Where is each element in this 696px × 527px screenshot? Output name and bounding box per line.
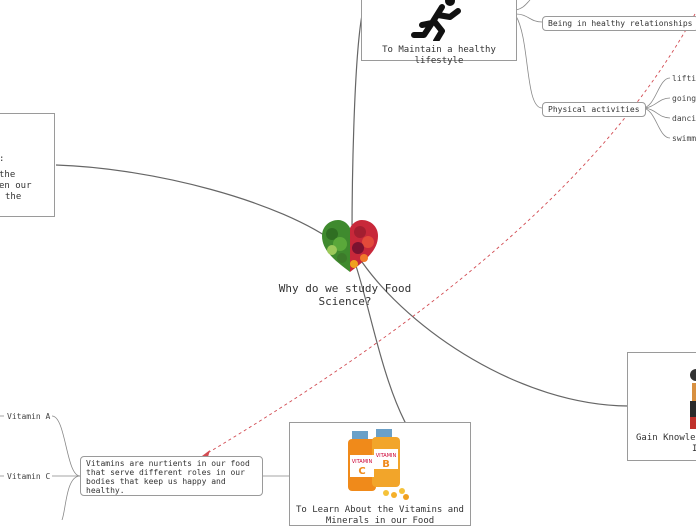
connector-physical	[515, 15, 543, 109]
connector-relationships-2	[515, 0, 531, 11]
subtopic-healthy-relationships[interactable]: Being in healthy relationships	[542, 16, 696, 31]
leaf-vitamin-a[interactable]: Vitamin A	[7, 412, 51, 421]
bottle-label-b: B	[382, 459, 390, 470]
leaf-physical-1[interactable]: lifti	[672, 74, 696, 83]
connector-relationships	[515, 13, 543, 23]
connector-left-topic	[55, 164, 341, 247]
topic-vitamins-title: To Learn About the Vitamins and Minerals…	[296, 505, 464, 526]
connector-lifestyle	[351, 14, 363, 237]
relationship-dashed-line	[205, 13, 696, 455]
left-topic-line-2: en our	[0, 181, 32, 191]
leaf-physical-4[interactable]: swimm	[672, 134, 696, 143]
topic-healthy-lifestyle[interactable]: To Maintain a healthy lifestyle	[361, 0, 517, 66]
left-topic-line-3: the	[5, 192, 22, 202]
connector-knowledge	[361, 261, 629, 407]
leaf-vitamin-c[interactable]: Vitamin C	[7, 472, 51, 481]
topic-knowledge-title-2: I	[692, 444, 696, 454]
person-icon	[690, 369, 696, 429]
left-topic-line-1: the	[0, 170, 16, 180]
central-topic-title: Why do we study Food Science?	[278, 282, 412, 308]
bottle-label-b-heading: VITAMIN	[376, 453, 397, 459]
vitamin-bottles-icon: VITAMIN B VITAMIN C	[348, 429, 409, 500]
bottle-label-c: C	[358, 466, 365, 477]
vegetable-heart-icon	[322, 220, 378, 272]
subtopic-physical-activities[interactable]: Physical activities	[542, 102, 646, 117]
leaf-physical-3[interactable]: danci	[672, 114, 696, 123]
bottle-label-c-heading: VITAMIN	[352, 459, 373, 465]
topic-knowledge-title: Gain Knowle	[636, 433, 696, 443]
topic-healthy-lifestyle-title: To Maintain a healthy lifestyle	[382, 45, 496, 66]
topic-gain-knowledge[interactable]: Gain Knowle I	[627, 352, 696, 461]
topic-vitamins-minerals[interactable]: VITAMIN B VITAMIN C To Learn About the V…	[289, 422, 471, 526]
topic-left-cutoff[interactable]: the en our the :	[0, 113, 55, 217]
leaf-physical-2[interactable]: going	[672, 94, 696, 103]
running-person-icon	[402, 0, 478, 41]
vitamins-description[interactable]: Vitamins are nurtients in our food that …	[80, 456, 263, 496]
